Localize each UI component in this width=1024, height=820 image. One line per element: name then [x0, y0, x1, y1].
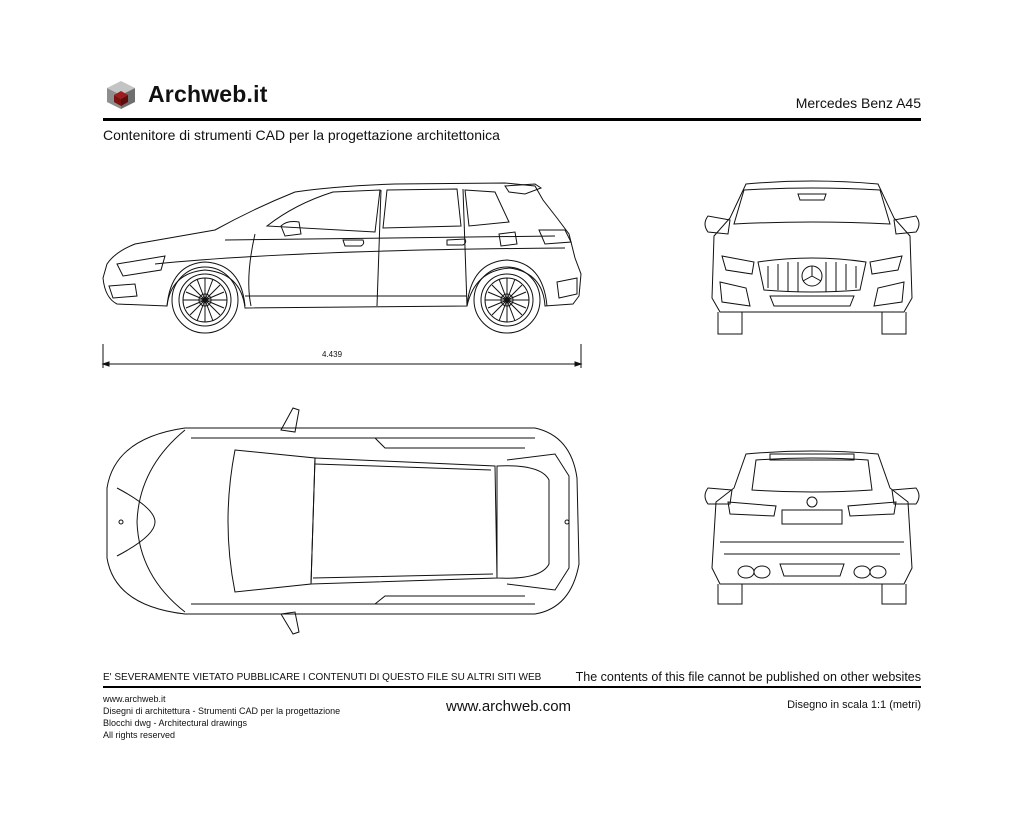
- footer-line: Disegni di architettura - Strumenti CAD …: [103, 706, 341, 716]
- car-side-view: [95, 178, 590, 368]
- website-link[interactable]: www.archweb.com: [446, 698, 572, 715]
- car-front-view: [700, 178, 924, 338]
- drawing-title: Mercedes Benz A45: [795, 95, 921, 111]
- scale-note: Disegno in scala 1:1 (metri): [787, 699, 921, 711]
- car-top-view: [95, 408, 590, 636]
- header-divider: [103, 118, 921, 121]
- archweb-logo-icon: [107, 81, 135, 109]
- length-dimension: 4.439: [322, 350, 343, 359]
- footer-line: All rights reserved: [103, 730, 176, 740]
- footer-line: Blocchi dwg - Architectural drawings: [103, 718, 248, 728]
- italian-copyright-notice: E' SEVERAMENTE VIETATO PUBBLICARE I CONT…: [103, 672, 542, 683]
- english-copyright-notice: The contents of this file cannot be publ…: [575, 670, 921, 684]
- subtitle: Contenitore di strumenti CAD per la prog…: [103, 127, 500, 143]
- footer-divider: [103, 686, 921, 688]
- brand-name: Archweb.it: [148, 81, 268, 107]
- footer-line: www.archweb.it: [103, 694, 166, 704]
- car-rear-view: [700, 446, 924, 608]
